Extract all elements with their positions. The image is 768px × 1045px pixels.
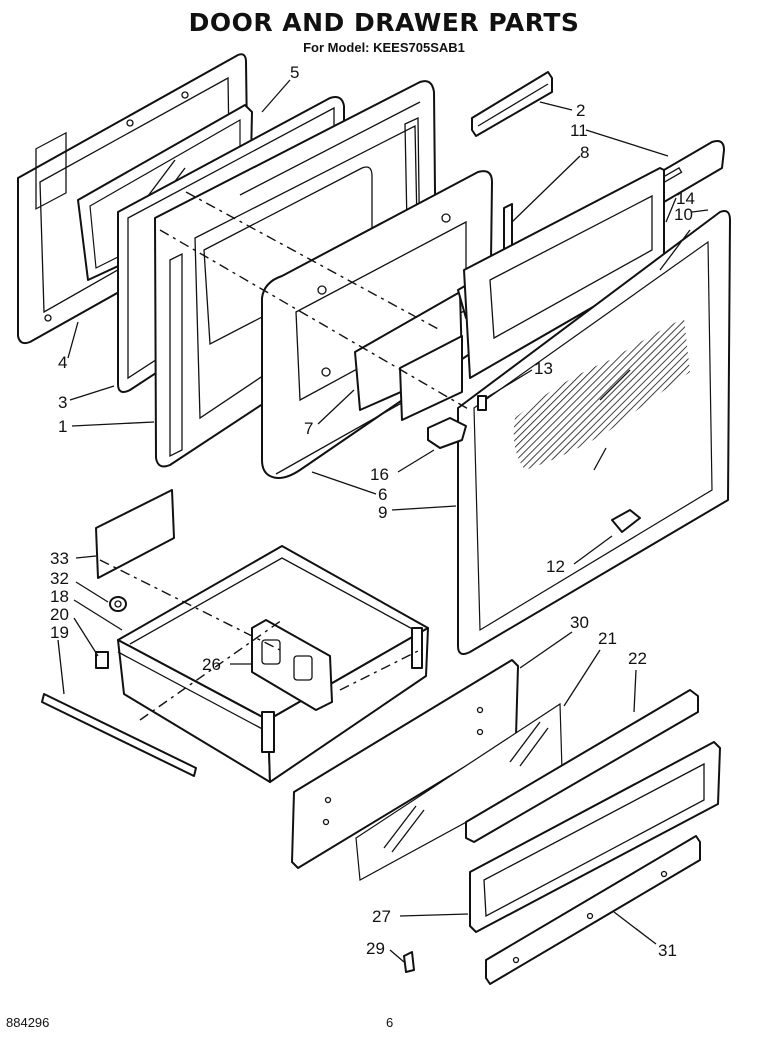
callout-labels: 5 2 11 8 14 10 4 3 1 7 13 16 6 9 12 33 3… — [50, 63, 695, 960]
part-screw — [403, 951, 415, 973]
callout-2: 2 — [576, 101, 585, 120]
document-number: 884296 — [6, 1015, 50, 1030]
callout-5: 5 — [290, 63, 299, 82]
part-window-frame — [463, 167, 665, 379]
callout-7: 7 — [304, 419, 313, 438]
part-drawer-bottom-trim — [485, 835, 701, 985]
callout-11: 11 — [570, 121, 588, 140]
callout-18: 18 — [50, 587, 69, 606]
callout-26: 26 — [202, 655, 221, 674]
callout-1: 1 — [58, 417, 67, 436]
callout-10: 10 — [674, 205, 693, 224]
part-drawer-front-frame — [469, 741, 721, 933]
callout-33: 33 — [50, 549, 69, 568]
callout-13: 13 — [534, 359, 553, 378]
callout-31: 31 — [658, 941, 677, 960]
callout-3: 3 — [58, 393, 67, 412]
part-drawer-bracket — [251, 619, 333, 711]
callout-21: 21 — [598, 629, 617, 648]
callout-30: 30 — [570, 613, 589, 632]
callout-16: 16 — [370, 465, 389, 484]
callout-8: 8 — [580, 143, 589, 162]
part-outer-door-window — [457, 210, 731, 655]
part-heat-shield — [354, 291, 463, 421]
page-number: 6 — [386, 1015, 394, 1030]
callout-32: 32 — [50, 569, 69, 588]
callout-14: 14 — [676, 189, 695, 208]
callout-9: 9 — [378, 503, 387, 522]
callout-12: 12 — [546, 557, 565, 576]
part-hinge-bracket — [427, 417, 467, 449]
part-drawer-back-panel — [95, 489, 175, 579]
part-drawer-top-trim — [465, 689, 699, 843]
callout-4: 4 — [58, 353, 67, 372]
part-roller — [109, 596, 127, 612]
callout-22: 22 — [628, 649, 647, 668]
callout-19: 19 — [50, 623, 69, 642]
diagram-title: DOOR AND DRAWER PARTS — [188, 8, 580, 37]
part-side-bracket — [95, 651, 109, 669]
callout-27: 27 — [372, 907, 391, 926]
leader-lines — [57, 79, 709, 963]
callout-29: 29 — [366, 939, 385, 958]
model-subtitle: For Model: KEES705SAB1 — [303, 40, 465, 55]
part-slide-rail — [41, 693, 197, 777]
callout-6: 6 — [378, 485, 387, 504]
assembly-lines — [99, 191, 471, 721]
part-hinge-channel — [471, 71, 553, 137]
callout-20: 20 — [50, 605, 69, 624]
part-small-bracket — [477, 395, 487, 411]
